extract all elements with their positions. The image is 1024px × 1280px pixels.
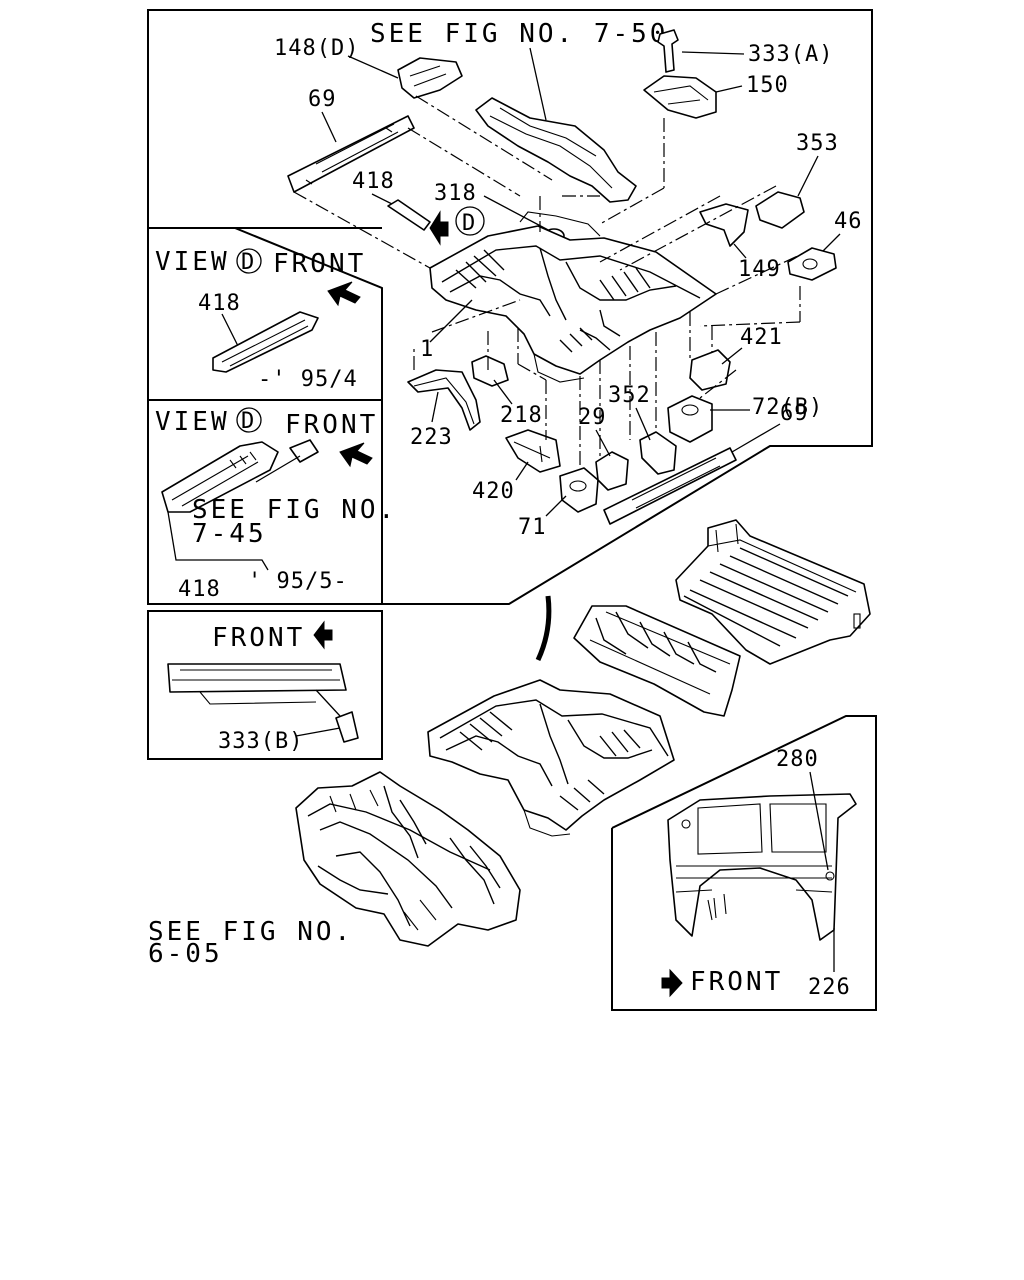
- label-318: 318: [434, 181, 477, 206]
- top-see-fig: SEE FIG NO. 7-50: [370, 19, 668, 49]
- assembly-lines: [293, 95, 807, 468]
- label-148d: 148(D): [274, 36, 359, 61]
- part-149: [699, 203, 749, 247]
- label-333a: 333(A): [748, 42, 833, 67]
- view1-date: -' 95/4: [258, 367, 358, 392]
- view1-part-label: 418: [198, 291, 241, 316]
- front-floor-panel: [427, 679, 675, 837]
- label-149: 149: [738, 257, 781, 282]
- label-226: 226: [808, 975, 851, 1000]
- view-d-box-2: VIEW D FRONT SEE FIG NO. 7-45 418 ' 95/5…: [147, 399, 397, 605]
- bolt-333a: [657, 29, 679, 73]
- part-223: [407, 369, 481, 431]
- detail-part-label: 333(B): [218, 729, 303, 754]
- view1-title: VIEW: [155, 247, 230, 277]
- bottom-see-fig: SEE FIG NO.: [148, 917, 353, 947]
- detail-front: FRONT: [212, 623, 305, 653]
- part-69-top: [287, 115, 415, 193]
- bolt-icon: [335, 711, 359, 743]
- label-420: 420: [472, 479, 515, 504]
- bracket-view2: [161, 441, 279, 513]
- middle-floor-panel: [573, 605, 741, 717]
- front-arrow-icon: [313, 620, 333, 650]
- part-352: [639, 431, 677, 475]
- side-front: FRONT: [690, 967, 783, 997]
- label-69b: 69: [780, 401, 809, 426]
- label-71: 71: [518, 515, 547, 540]
- view2-letter: D: [241, 409, 255, 434]
- label-218: 218: [500, 403, 543, 428]
- view-d-arrow-icon: [429, 210, 449, 246]
- part-353: [755, 191, 805, 229]
- label-29: 29: [578, 405, 607, 430]
- front-arrow-icon: [661, 968, 683, 998]
- label-72b: 72(B): [752, 395, 823, 420]
- label-353: 353: [796, 131, 839, 156]
- view-marker: D: [462, 211, 476, 236]
- part-418: [387, 199, 431, 231]
- side-panel-box: 280 226 FRONT: [611, 715, 877, 1011]
- part-218: [471, 355, 509, 387]
- label-223: 223: [410, 425, 453, 450]
- detail-box-333b: FRONT 333(B): [147, 610, 383, 760]
- floor-panel-main: [429, 211, 717, 383]
- view2-title: VIEW: [155, 407, 230, 437]
- tunnel-brace: [475, 97, 637, 203]
- label-150: 150: [746, 73, 789, 98]
- part-150: [643, 75, 717, 119]
- view2-date: ' 95/5-: [248, 569, 348, 594]
- view2-part-label: 418: [178, 577, 221, 602]
- link-arrow: [535, 595, 552, 662]
- label-69a: 69: [308, 87, 337, 112]
- front-arrow-icon: [339, 442, 373, 468]
- part-29: [595, 451, 629, 491]
- label-418: 418: [352, 169, 395, 194]
- view2-see-fig-num: 7-45: [192, 519, 267, 549]
- part-71: [559, 467, 599, 513]
- label-352: 352: [608, 383, 651, 408]
- label-280: 280: [776, 747, 819, 772]
- front-structure: [295, 771, 521, 947]
- part-421: [689, 349, 731, 391]
- view1-front: FRONT: [273, 249, 366, 279]
- label-421: 421: [740, 325, 783, 350]
- bottom-see-fig-num: 6-05: [148, 939, 223, 969]
- part-72b: [667, 395, 713, 443]
- label-46: 46: [834, 209, 863, 234]
- view2-front: FRONT: [285, 410, 378, 440]
- part-148d: [397, 57, 463, 99]
- part-69-bottom: [603, 447, 737, 525]
- rear-floor-panel: [675, 519, 871, 665]
- part-46: [787, 247, 837, 281]
- view1-letter: D: [241, 250, 255, 275]
- view2-see-fig: SEE FIG NO.: [192, 495, 397, 525]
- view-d-box-1: VIEW D FRONT 418 -' 95/4: [148, 227, 383, 401]
- front-arrow-icon: [327, 281, 361, 307]
- label-1: 1: [420, 337, 434, 362]
